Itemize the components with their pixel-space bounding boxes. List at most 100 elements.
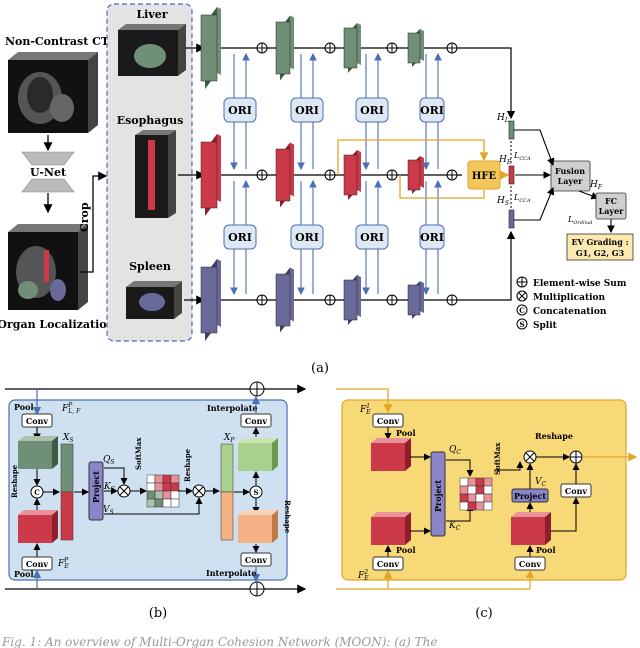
hs-label: HS — [496, 196, 509, 207]
ori-module-1-2: ORI — [223, 224, 257, 250]
split-legend-icon: S — [516, 318, 528, 330]
panel-c-top-line — [336, 388, 393, 414]
xp-bar-green — [220, 443, 234, 493]
xs-bar-green — [60, 443, 74, 493]
softmax-b: SoftMax — [134, 437, 143, 470]
legend-concat: Concatenation — [533, 307, 607, 317]
esophagus-feature-block-2 — [275, 142, 294, 208]
pool-bottom-c: Pool — [396, 545, 416, 555]
attn-c-cell — [459, 485, 469, 495]
liver-sum-icon-4 — [446, 42, 458, 54]
ori-label: ORI — [228, 104, 252, 117]
multiply-b2-icon — [192, 484, 206, 498]
hf-label: HF — [589, 180, 603, 191]
hl-label: HL — [496, 113, 509, 124]
spleen-feature-block-4 — [407, 281, 424, 319]
conv-c-right-label: Conv — [565, 486, 588, 496]
attn-b-cell — [170, 482, 180, 492]
caption-c: (c) — [475, 606, 492, 621]
spleen-crop-icon — [126, 281, 182, 319]
attn-c-cell — [467, 493, 477, 503]
liver-feature-block-1 — [200, 7, 221, 89]
hfe-label: HFE — [472, 171, 497, 182]
xp-label: XP — [223, 433, 235, 444]
cca-loss-top: LCCA — [513, 151, 531, 162]
project-c — [430, 451, 446, 537]
attn-c-cell — [467, 485, 477, 495]
ori-module-2-2: ORI — [290, 224, 324, 250]
organ-label-spleen: Spleen — [129, 260, 171, 273]
project-c-label: Project — [433, 480, 443, 512]
conv-bottom-right-b-label: Conv — [245, 555, 268, 565]
attn-b-cell — [162, 498, 172, 508]
svg-text:S: S — [519, 320, 524, 329]
pool-top-c: Pool — [396, 428, 416, 438]
attn-b-cell — [162, 474, 172, 484]
red-block-bottom-c — [371, 517, 405, 545]
svg-text:C: C — [519, 306, 525, 315]
attn-c-cell — [475, 501, 485, 511]
ori-module-3-2: ORI — [355, 224, 389, 250]
liver-sum-icon-2 — [324, 42, 336, 54]
conv-top-right-b-label: Conv — [245, 416, 268, 426]
spleen-sum-icon-4 — [446, 294, 458, 306]
hs-to-fusion — [514, 186, 555, 221]
green-block-right — [238, 443, 272, 471]
attn-c-cell — [483, 493, 493, 503]
hs-pooled-feature — [508, 209, 515, 229]
esophagus-sum-icon-4 — [446, 169, 458, 181]
ori-label: ORI — [360, 104, 384, 117]
unet-block: U-Net — [21, 151, 75, 193]
liver-sum-icon-3 — [386, 42, 398, 54]
xs-label: XS — [62, 433, 74, 444]
esophagus-feature-block-4 — [407, 156, 424, 194]
crop-label: Crop — [78, 202, 91, 232]
pool-right-c: Pool — [536, 545, 556, 555]
input-ct-label: Non-Contrast CT — [5, 35, 110, 48]
multiply-legend-icon — [516, 290, 528, 302]
pool-top-b: Pool — [14, 402, 34, 412]
fc-label-2: Layer — [599, 206, 625, 216]
attn-c-cell — [459, 501, 469, 511]
concat-legend-icon: C — [516, 304, 528, 316]
attention-matrix-b — [146, 474, 180, 508]
interpolate-bottom-b: Interpolate — [206, 568, 257, 578]
green-block-left-top — [18, 436, 58, 441]
spleen-sum-icon-1 — [256, 294, 268, 306]
qs-label: QS — [103, 455, 115, 466]
esophagus-feature-block-3 — [343, 150, 361, 200]
sum-bottom-b-icon — [249, 581, 265, 597]
attn-b-cell — [154, 474, 164, 484]
attn-b-cell — [170, 490, 180, 500]
reshape-mid-b: Reshape — [183, 448, 192, 482]
unet-label: U-Net — [30, 166, 67, 179]
attn-b-cell — [146, 474, 156, 484]
organ-label-esophagus: Esophagus — [117, 114, 184, 127]
esophagus-sum-icon-1 — [256, 169, 268, 181]
attn-b-cell — [170, 474, 180, 484]
cca-loss-bottom: LCCA — [513, 193, 531, 204]
attn-c-cell — [475, 485, 485, 495]
sum-top-b-icon — [249, 381, 265, 397]
interpolate-top-b: Interpolate — [207, 403, 258, 413]
attn-b-cell — [162, 490, 172, 500]
reshape-c: Reshape — [535, 431, 573, 441]
ori-module-2-1: ORI — [290, 97, 324, 123]
kc-label: KC — [448, 521, 461, 532]
split-b-icon: S — [249, 485, 263, 499]
ori-module-4-1: ORI — [419, 97, 445, 123]
hl-pooled-feature — [508, 120, 515, 140]
conv-top-c-label: Conv — [377, 416, 400, 426]
hfe-skip-arrow — [337, 139, 489, 175]
liver-feature-block-4 — [407, 29, 424, 67]
attn-c-cell — [475, 493, 485, 503]
orange-block-right — [238, 515, 272, 543]
organ-label-liver: Liver — [136, 8, 167, 21]
red-block-left — [18, 515, 52, 543]
attn-b-cell — [154, 490, 164, 500]
project-c-small-label: Project — [514, 491, 546, 501]
